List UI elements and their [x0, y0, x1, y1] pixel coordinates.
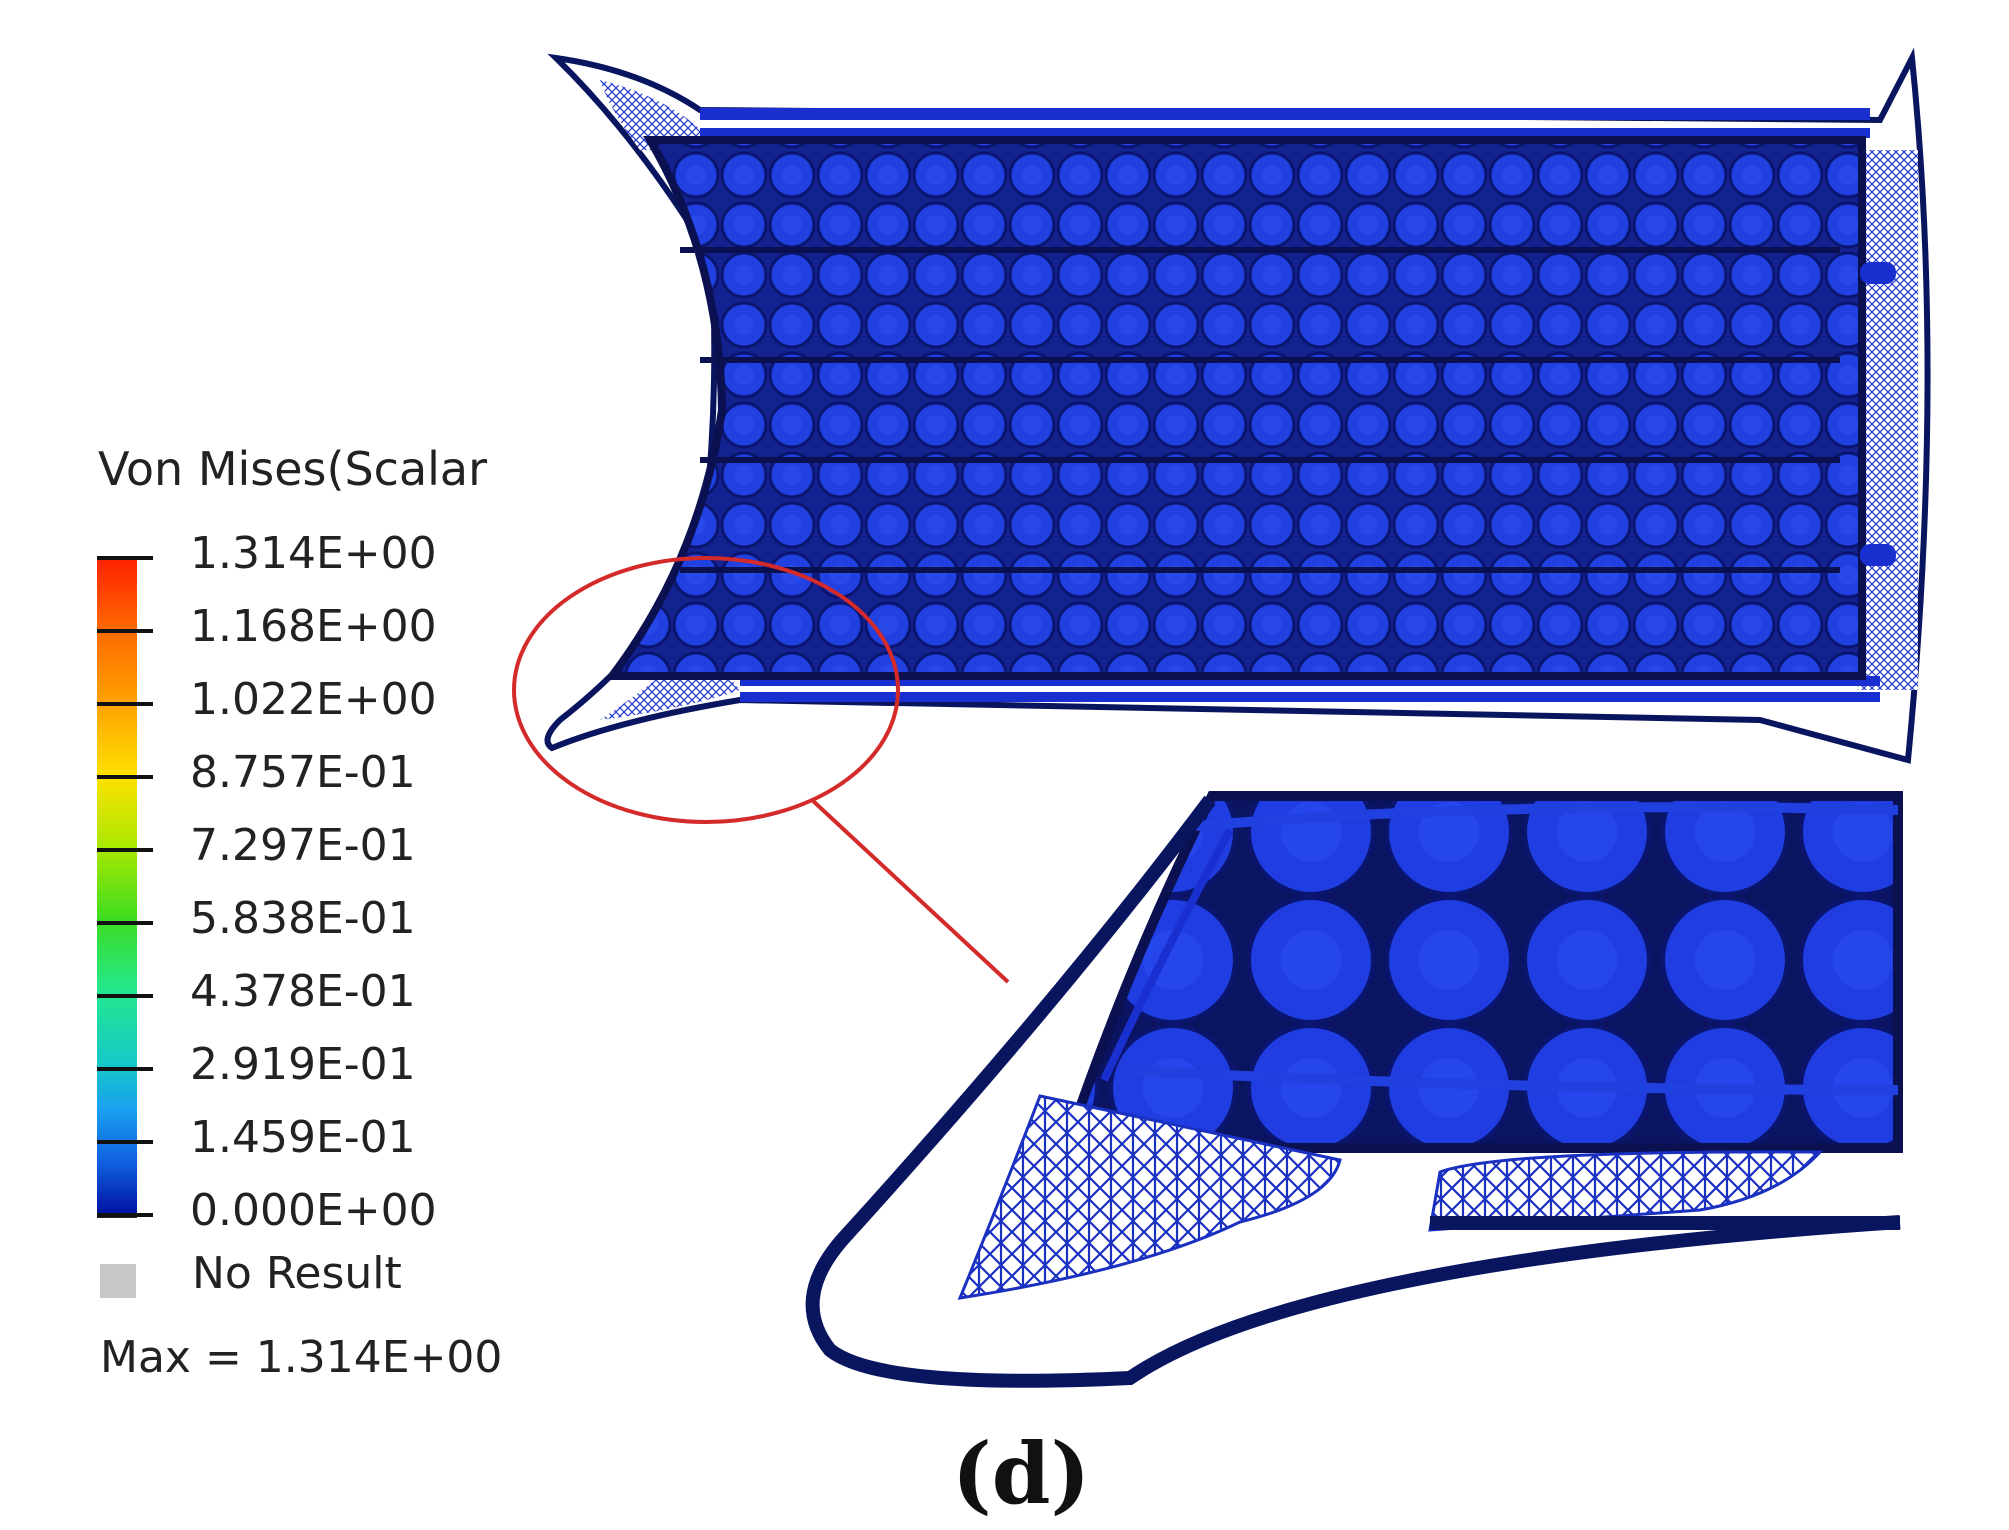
- legend-label: 1.459E-01: [190, 1112, 416, 1163]
- legend-label: 1.022E+00: [190, 674, 437, 725]
- legend-tick: [97, 1213, 153, 1217]
- leader-line: [810, 798, 1010, 984]
- right-mesh: [1858, 150, 1918, 690]
- cooling-channels: [680, 247, 1840, 573]
- cell-block: [603, 136, 1866, 680]
- legend-tick: [97, 702, 153, 706]
- legend-label: 7.297E-01: [190, 820, 416, 871]
- top-left-mesh: [600, 80, 720, 150]
- bottom-ribs: [740, 676, 1880, 702]
- inset-bottom-rib: [1430, 1216, 1900, 1230]
- main-model: [544, 47, 1931, 764]
- legend-tick: [97, 556, 153, 560]
- figure-caption: (d): [952, 1424, 1091, 1523]
- top-ribs: [700, 108, 1870, 138]
- no-result-swatch: [100, 1264, 136, 1298]
- legend-tick: [97, 994, 153, 998]
- right-connectors: [1860, 262, 1896, 566]
- legend-label: 4.378E-01: [190, 966, 416, 1017]
- legend-tick: [97, 1067, 153, 1071]
- legend-label: 5.838E-01: [190, 893, 416, 944]
- legend-label: 2.919E-01: [190, 1039, 416, 1090]
- inset-left-mesh: [957, 1094, 1342, 1300]
- legend-tick: [97, 848, 153, 852]
- legend-tick: [97, 775, 153, 779]
- legend-tick: [97, 921, 153, 925]
- inset-cells: [1059, 791, 1903, 1153]
- inset-shell: [805, 795, 1901, 1388]
- legend-tick: [97, 1140, 153, 1144]
- zoom-inset: [805, 791, 1903, 1388]
- inset-inner-outline: [1100, 828, 1234, 1082]
- legend-title: Von Mises(Scalar v: [98, 442, 490, 496]
- no-result-label: No Result: [192, 1248, 402, 1299]
- max-value-label: Max = 1.314E+00: [100, 1332, 503, 1383]
- legend-label: 1.314E+00: [190, 528, 437, 579]
- inset-right-mesh: [1428, 1150, 1824, 1232]
- legend-label: 0.000E+00: [190, 1185, 437, 1236]
- legend-label: 8.757E-01: [190, 747, 416, 798]
- legend-tick: [97, 629, 153, 633]
- color-scale-bar: [97, 556, 137, 1218]
- highlight-ellipse: [512, 556, 900, 824]
- inset-channels: [1119, 802, 1899, 1095]
- legend-label: 1.168E+00: [190, 601, 437, 652]
